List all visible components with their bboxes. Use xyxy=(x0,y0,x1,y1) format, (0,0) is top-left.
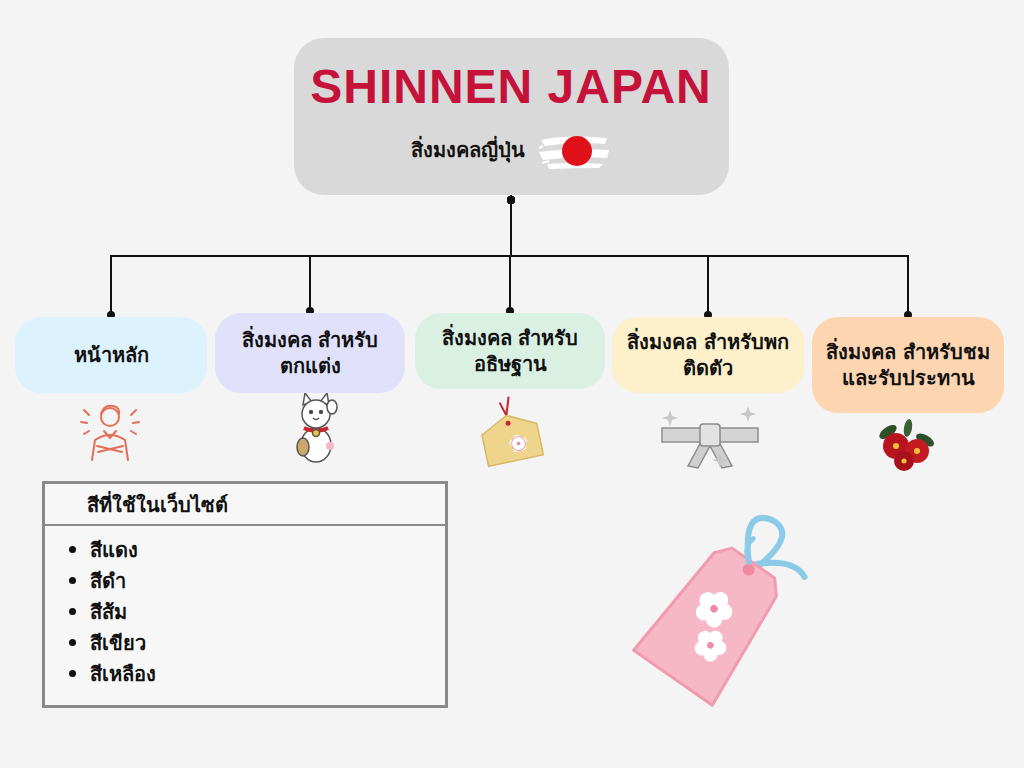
list-row: สีส้ม xyxy=(69,596,435,627)
list-heading: สีที่ใช้ในเว็บไซต์ xyxy=(45,484,445,526)
bullet-dot xyxy=(69,608,76,615)
bullet-dot xyxy=(69,639,76,646)
menu-label: หน้าหลัก xyxy=(74,342,149,368)
list-item: สีดำ xyxy=(90,565,126,597)
subtitle-text: สิ่งมงคลญี่ปุ่น xyxy=(411,134,525,166)
connector-line xyxy=(310,195,511,313)
belt-icon xyxy=(662,406,758,468)
list-row: สีเหลือง xyxy=(69,658,435,689)
list-row: สีดำ xyxy=(69,565,435,596)
junction-dot xyxy=(507,196,515,204)
list-item: สีเขียว xyxy=(90,627,146,659)
japan-flag-icon xyxy=(537,126,611,174)
tree-connector xyxy=(507,195,912,319)
list-item: สีเหลือง xyxy=(90,658,156,690)
menu-box: หน้าหลัก xyxy=(15,317,207,393)
list-row: สีเขียว xyxy=(69,627,435,658)
omamori-icon xyxy=(634,498,821,707)
menu-box: สิ่งมงคล สำหรับอธิษฐาน xyxy=(415,313,605,389)
menu-label: สิ่งมงคล สำหรับอธิษฐาน xyxy=(425,325,595,377)
menu-label: สิ่งมงคล สำหรับชม และรับประทาน xyxy=(822,339,994,391)
tree-connector xyxy=(107,195,515,319)
bullet-dot xyxy=(69,670,76,677)
menu-label: สิ่งมงคล สำหรับตกแต่ง xyxy=(225,327,395,379)
list-item: สีส้ม xyxy=(90,596,127,628)
ema-plaque-icon xyxy=(475,392,543,466)
camellia-icon xyxy=(877,418,936,471)
list-body: สีแดงสีดำสีส้มสีเขียวสีเหลือง xyxy=(45,526,445,697)
menu-box: สิ่งมงคล สำหรับตกแต่ง xyxy=(215,313,405,393)
connector-line xyxy=(111,195,511,317)
list-row: สีแดง xyxy=(69,534,435,565)
junction-dot xyxy=(507,196,515,204)
maneki-neko-icon xyxy=(297,393,337,462)
title-box: SHINNEN JAPAN สิ่งมงคลญี่ปุ่น xyxy=(294,38,729,195)
junction-dot xyxy=(507,196,515,204)
bullet-dot xyxy=(69,546,76,553)
menu-box: สิ่งมงคล สำหรับพกติดตัว xyxy=(612,317,804,393)
person-icon xyxy=(81,406,139,460)
junction-dot xyxy=(507,196,515,204)
subtitle-row: สิ่งมงคลญี่ปุ่น xyxy=(411,126,611,174)
tree-connector xyxy=(306,195,515,315)
junction-dot xyxy=(507,196,515,204)
color-list-box: สีที่ใช้ในเว็บไซต์สีแดงสีดำสีส้มสีเขียวส… xyxy=(42,481,448,708)
title-text: SHINNEN JAPAN xyxy=(310,59,712,114)
list-item: สีแดง xyxy=(90,534,138,566)
bullet-dot xyxy=(69,577,76,584)
menu-label: สิ่งมงคล สำหรับพกติดตัว xyxy=(622,329,794,381)
menu-box: สิ่งมงคล สำหรับชม และรับประทาน xyxy=(812,317,1004,413)
connector-line xyxy=(511,195,908,317)
